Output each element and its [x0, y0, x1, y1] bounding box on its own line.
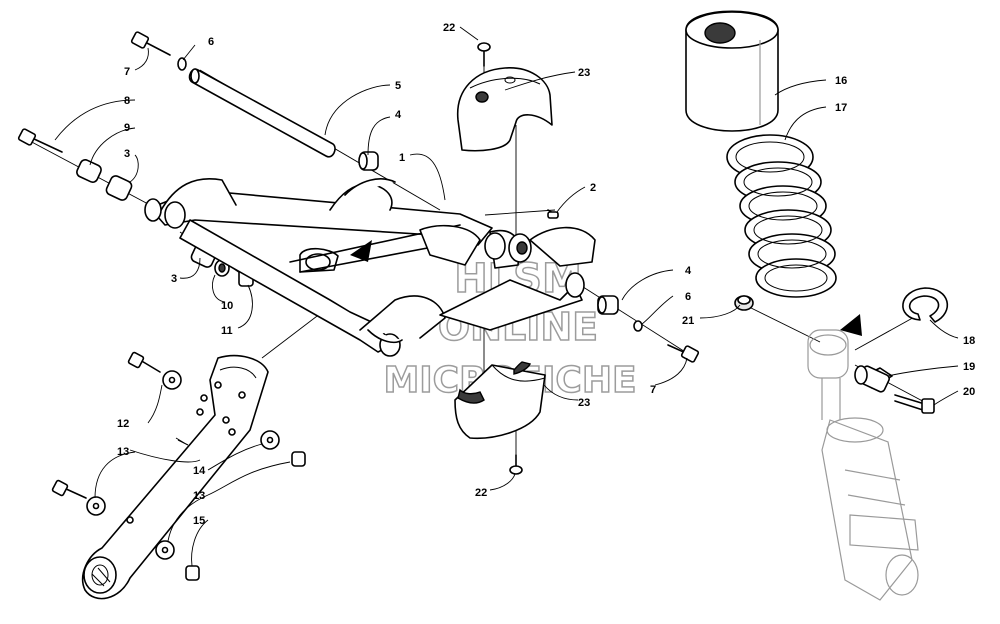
callout-22-top: 22: [443, 22, 455, 34]
callout-9: 9: [124, 122, 130, 134]
callout-11: 11: [221, 325, 233, 337]
callout-5: 5: [395, 80, 401, 92]
link-hardware: [51, 351, 306, 581]
callout-4-left: 4: [395, 109, 402, 121]
callout-6-right: 6: [685, 291, 691, 303]
callout-23-bottom: 23: [578, 397, 590, 409]
callout-20: 20: [963, 386, 975, 398]
bolts: [17, 31, 700, 363]
callout-numbers: 6 7 5 4 1 2 23 22 8 9 3 3 10 11 4 6 21 7…: [117, 22, 975, 527]
callout-7-top: 7: [124, 66, 130, 78]
callout-14: 14: [193, 465, 206, 477]
snap-ring: [902, 287, 949, 323]
shock-absorber: [807, 329, 919, 601]
callout-19: 19: [963, 361, 975, 373]
direction-arrows: [350, 240, 862, 336]
callout-8: 8: [124, 95, 130, 107]
callout-1: 1: [399, 152, 405, 164]
callout-13-bottom: 13: [193, 490, 205, 502]
shock-mount-hardware: [734, 295, 935, 414]
callout-3-bottom: 3: [171, 273, 177, 285]
coil-spring: [726, 134, 837, 298]
callout-2: 2: [590, 182, 596, 194]
callout-4-right: 4: [685, 265, 692, 277]
callout-7-right: 7: [650, 384, 656, 396]
callout-18: 18: [963, 335, 975, 347]
callout-16: 16: [835, 75, 847, 87]
callout-12: 12: [117, 418, 129, 430]
shaft: [188, 68, 336, 158]
callout-22-bottom: 22: [475, 487, 487, 499]
callout-17: 17: [835, 102, 847, 114]
callout-3-top: 3: [124, 148, 130, 160]
callout-6-top: 6: [208, 36, 214, 48]
callout-13-top: 13: [117, 446, 129, 458]
callout-15: 15: [193, 515, 205, 527]
idler-block-lower: [454, 361, 546, 440]
lower-link-arm: [81, 354, 269, 600]
idler-block-upper: [456, 67, 553, 152]
leader-lines: [54, 26, 959, 567]
bushings: [76, 151, 619, 315]
swing-arm: [144, 178, 596, 357]
callout-23-top: 23: [578, 67, 590, 79]
callout-10: 10: [221, 300, 233, 312]
spring-cover: [685, 10, 779, 132]
screws-22: [477, 42, 523, 475]
callout-21: 21: [682, 315, 694, 327]
